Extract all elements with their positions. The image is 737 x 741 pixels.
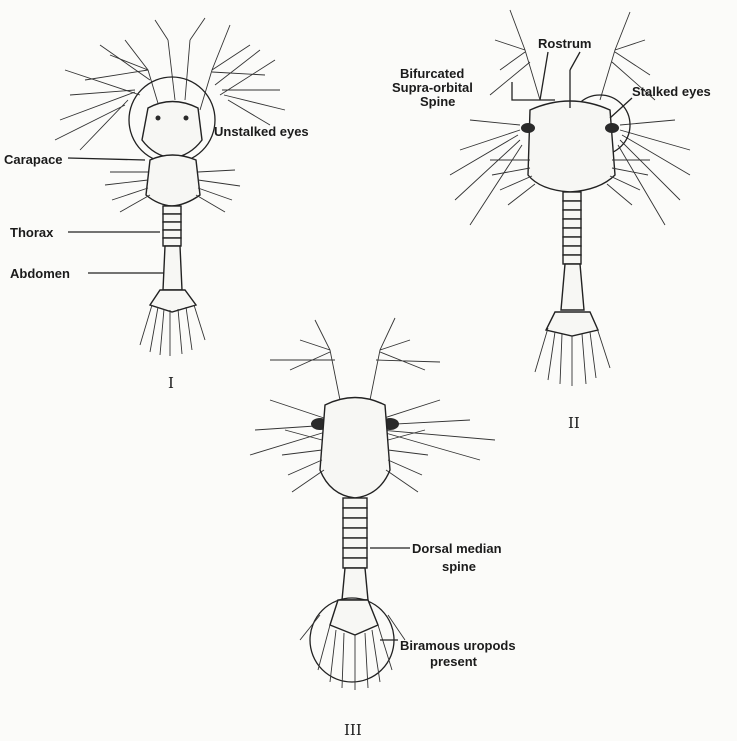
larva-stage-2: Rostrum Bifurcated Supra-orbital Spine S… [392, 10, 711, 432]
stage-1-eye-right-icon [184, 116, 189, 121]
stage-2-abdomen [561, 264, 584, 310]
larva-stage-1: Unstalked eyes Carapace Thorax Abdomen I [4, 18, 309, 392]
stage-2-stalked-eye-left-icon [521, 123, 535, 133]
stage-2-tail-setae [535, 328, 610, 386]
stage-3-telson [330, 600, 378, 635]
stage-1-head [142, 102, 202, 159]
stage-3-carapace [320, 398, 390, 499]
label-supra-orbital: Supra-orbital [392, 80, 473, 95]
stage-3-numeral: III [344, 721, 362, 739]
stage-3-thorax [343, 498, 367, 568]
stage-2-stalked-eye-right-icon [605, 123, 619, 133]
label-dorsal-median: Dorsal median [412, 541, 502, 556]
stage-1-abdomen [163, 246, 182, 290]
label-spine: Spine [420, 94, 455, 109]
stage-3-abdomen [342, 568, 368, 600]
stage-1-tail-setae [140, 305, 205, 356]
label-thorax: Thorax [10, 225, 54, 240]
label-rostrum: Rostrum [538, 36, 591, 51]
larva-stage-3: Dorsal median spine Biramous uropods pre… [250, 318, 516, 739]
stage-1-thorax [163, 206, 181, 246]
stage-2-carapace [528, 101, 615, 192]
label-bifurcated: Bifurcated [400, 66, 464, 81]
stage-1-eye-left-icon [156, 116, 161, 121]
stage-1-numeral: I [168, 374, 174, 392]
label-carapace: Carapace [4, 152, 63, 167]
stage-1-telson [150, 290, 196, 312]
label-dorsal-spine: spine [442, 559, 476, 574]
label-abdomen: Abdomen [10, 266, 70, 281]
stage-2-thorax [563, 192, 581, 264]
stage-1-carapace [146, 155, 200, 206]
label-present: present [430, 654, 478, 669]
label-biramous-uropods: Biramous uropods [400, 638, 516, 653]
label-stalked-eyes: Stalked eyes [632, 84, 711, 99]
stage-2-numeral: II [568, 414, 580, 432]
label-unstalked-eyes: Unstalked eyes [214, 124, 309, 139]
